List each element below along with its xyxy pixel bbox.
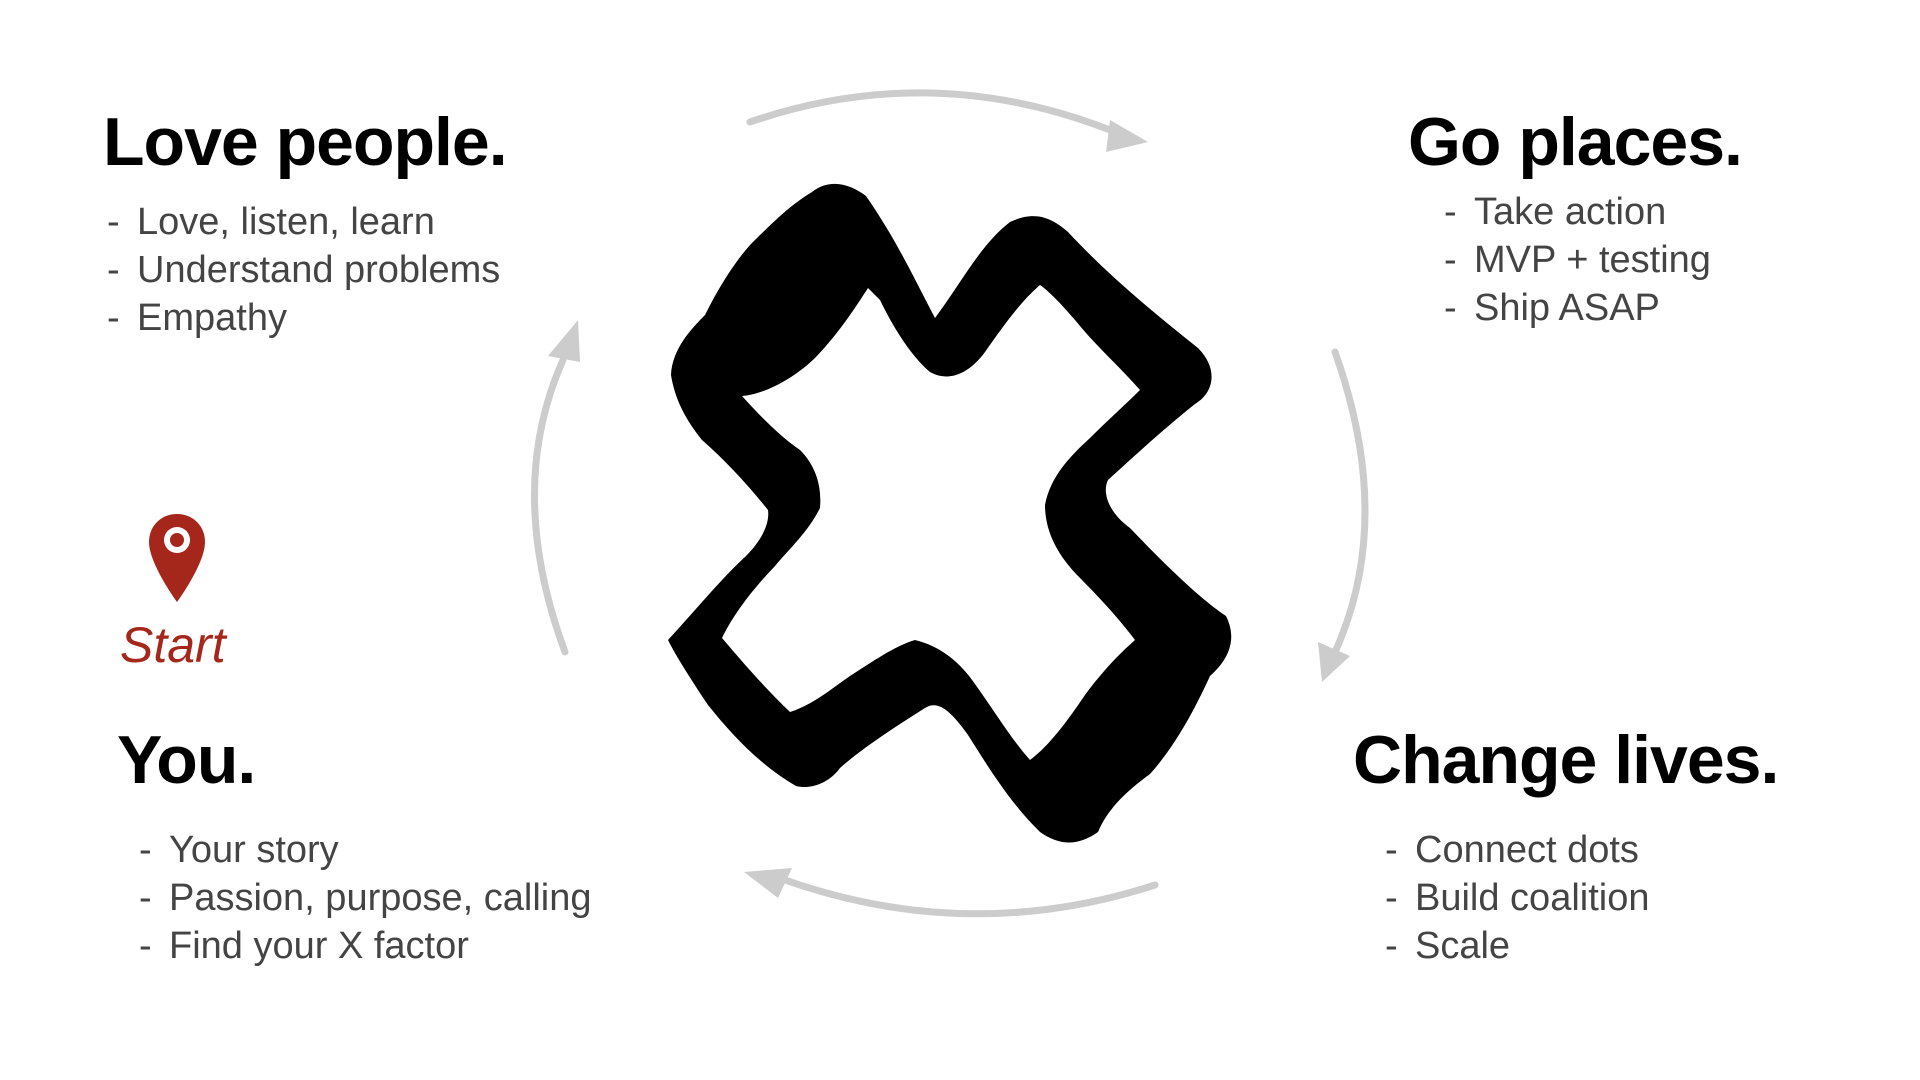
heading-you: You. (117, 722, 256, 798)
list-item: -Your story (139, 829, 339, 871)
list-item: -MVP + testing (1444, 239, 1711, 281)
start-marker: Start (120, 512, 240, 682)
list-love-people: -Love, listen, learn -Understand problem… (103, 198, 507, 342)
heading-go-places: Go places. (1408, 104, 1743, 180)
quadrant-go-places: Go places. -Take action -MVP + testing -… (1408, 104, 1743, 332)
list-change-lives: -Connect dots -Build coalition -Scale (1353, 826, 1778, 970)
list-item: -Love, listen, learn (107, 201, 435, 243)
quadrant-change-lives: Change lives. -Connect dots -Build coali… (1353, 722, 1779, 970)
list-item: -Build coalition (1385, 877, 1650, 919)
list-item: -Empathy (107, 297, 287, 339)
cycle-arrow-bottom (744, 868, 1159, 918)
list-item: -Find your X factor (139, 925, 469, 967)
list-item: -Passion, purpose, calling (139, 877, 592, 919)
map-pin-icon (149, 514, 205, 602)
cycle-arrow-right (1318, 348, 1369, 682)
list-go-places: -Take action -MVP + testing -Ship ASAP (1408, 188, 1742, 332)
quadrant-you: You. -Your story -Passion, purpose, call… (117, 726, 591, 970)
list-item: -Take action (1444, 191, 1667, 233)
heading-love-people: Love people. (103, 104, 508, 180)
list-item: -Understand problems (107, 249, 501, 291)
quadrant-love-people: Love people. -Love, listen, learn -Under… (103, 104, 508, 342)
list-you: -Your story -Passion, purpose, calling -… (117, 826, 591, 970)
x-factor-icon (668, 183, 1232, 843)
heading-change-lives: Change lives. (1353, 722, 1779, 798)
list-item: -Scale (1385, 925, 1511, 967)
cycle-arrow-top (746, 89, 1148, 152)
list-item: -Ship ASAP (1444, 287, 1660, 329)
start-label: Start (120, 617, 226, 673)
cycle-arrow-left (531, 320, 580, 656)
list-item: -Connect dots (1385, 829, 1639, 871)
